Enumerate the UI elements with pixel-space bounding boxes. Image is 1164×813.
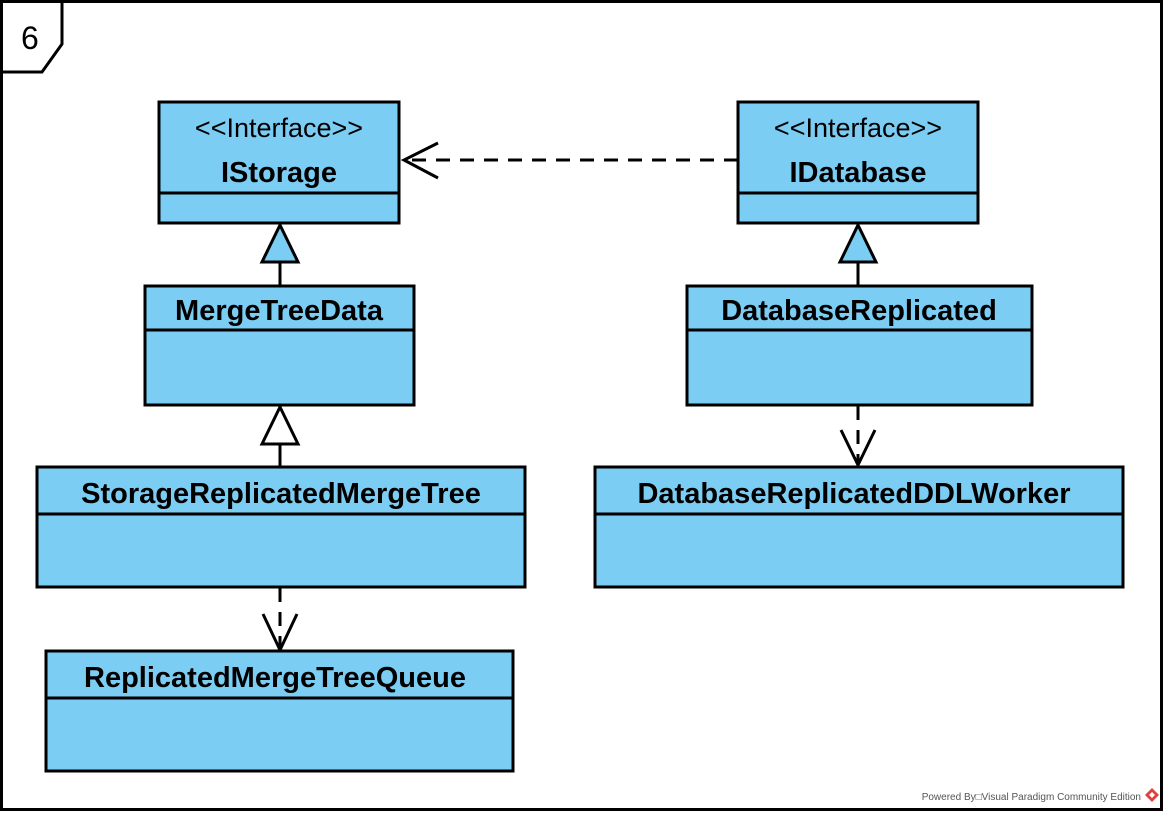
frame-label-tab: 6 — [0, 0, 64, 74]
class-name: ReplicatedMergeTreeQueue — [84, 662, 466, 694]
class-storagereplicatedmergetree[interactable]: StorageReplicatedMergeTree — [35, 465, 527, 589]
dependency-databasereplicated-to-ddlworker — [839, 406, 877, 469]
dependency-idatabase-to-istorage — [400, 141, 738, 180]
class-replicatedmergetreequeue[interactable]: ReplicatedMergeTreeQueue — [44, 649, 515, 773]
realization-mergetreedata-to-istorage — [259, 221, 301, 286]
open-arrowhead — [839, 429, 877, 469]
realization-databasereplicated-to-idatabase — [837, 221, 879, 286]
class-name: StorageReplicatedMergeTree — [81, 478, 481, 510]
realization-arrowhead — [837, 221, 879, 264]
frame-label: 6 — [21, 20, 39, 56]
class-databasereplicatedddlworker[interactable]: DatabaseReplicatedDDLWorker — [593, 465, 1125, 589]
generalization-storagereplicatedmergetree-to-mergetreedata — [259, 403, 301, 467]
class-name: IStorage — [221, 157, 337, 189]
class-name: MergeTreeData — [175, 295, 384, 327]
class-name: IDatabase — [789, 157, 926, 189]
visual-paradigm-logo-icon — [1145, 788, 1159, 802]
powered-by-footer: Powered By□Visual Paradigm Community Edi… — [922, 792, 1141, 803]
generalization-arrowhead — [259, 403, 301, 446]
class-idatabase[interactable]: <<Interface>> IDatabase — [736, 100, 980, 225]
class-stereotype: <<Interface>> — [774, 113, 942, 143]
class-mergetreedata[interactable]: MergeTreeData — [143, 284, 416, 407]
open-arrowhead — [400, 141, 439, 180]
class-istorage[interactable]: <<Interface>> IStorage — [157, 100, 401, 225]
class-databasereplicated[interactable]: DatabaseReplicated — [685, 284, 1034, 407]
class-name: DatabaseReplicatedDDLWorker — [637, 478, 1070, 510]
class-name: DatabaseReplicated — [721, 295, 997, 327]
realization-arrowhead — [259, 221, 301, 264]
class-stereotype: <<Interface>> — [195, 113, 363, 143]
